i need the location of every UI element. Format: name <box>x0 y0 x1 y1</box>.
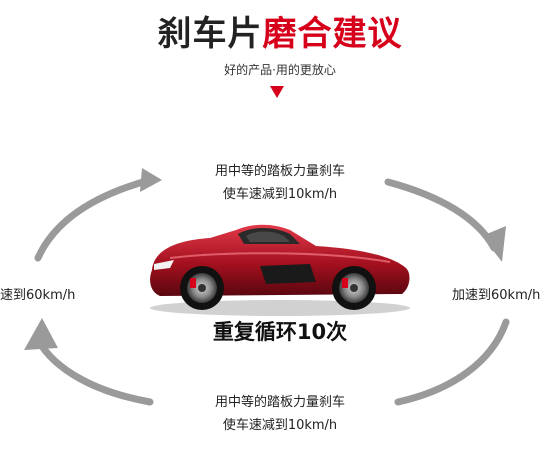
cycle-arrowhead-top-icon <box>140 168 162 192</box>
step-bottom: 用中等的踏板力量刹车 使车速减到10km/h <box>150 391 410 437</box>
cycle-arc-bottom-left-icon <box>34 336 154 406</box>
step-top: 用中等的踏板力量刹车 使车速减到10km/h <box>150 160 410 206</box>
page-title-part1: 刹车片 <box>157 14 263 54</box>
page-subtitle: 好的产品·用的更放心 <box>224 63 336 77</box>
cycle-arc-top-left-icon <box>34 176 154 262</box>
down-triangle-icon <box>270 86 284 98</box>
step-top-line1: 用中等的踏板力量刹车 <box>214 164 345 179</box>
step-bottom-line2: 使车速减到10km/h <box>222 418 338 433</box>
repeat-label: 重复循环10次 <box>212 320 348 344</box>
page-title-part2: 磨合建议 <box>262 14 403 54</box>
step-top-line2: 使车速减到10km/h <box>222 187 338 202</box>
page-title: 刹车片磨合建议 <box>0 14 560 54</box>
step-right: 加速到60km/h <box>452 288 541 303</box>
step-left: 速到60km/h <box>0 288 76 303</box>
red-sports-car-icon <box>150 224 410 316</box>
cycle-arrowhead-right-icon <box>482 226 506 262</box>
step-bottom-line1: 用中等的踏板力量刹车 <box>214 395 345 410</box>
cycle-arrowhead-left-icon <box>24 318 58 350</box>
cycle-arc-bottom-right-icon <box>394 318 510 406</box>
